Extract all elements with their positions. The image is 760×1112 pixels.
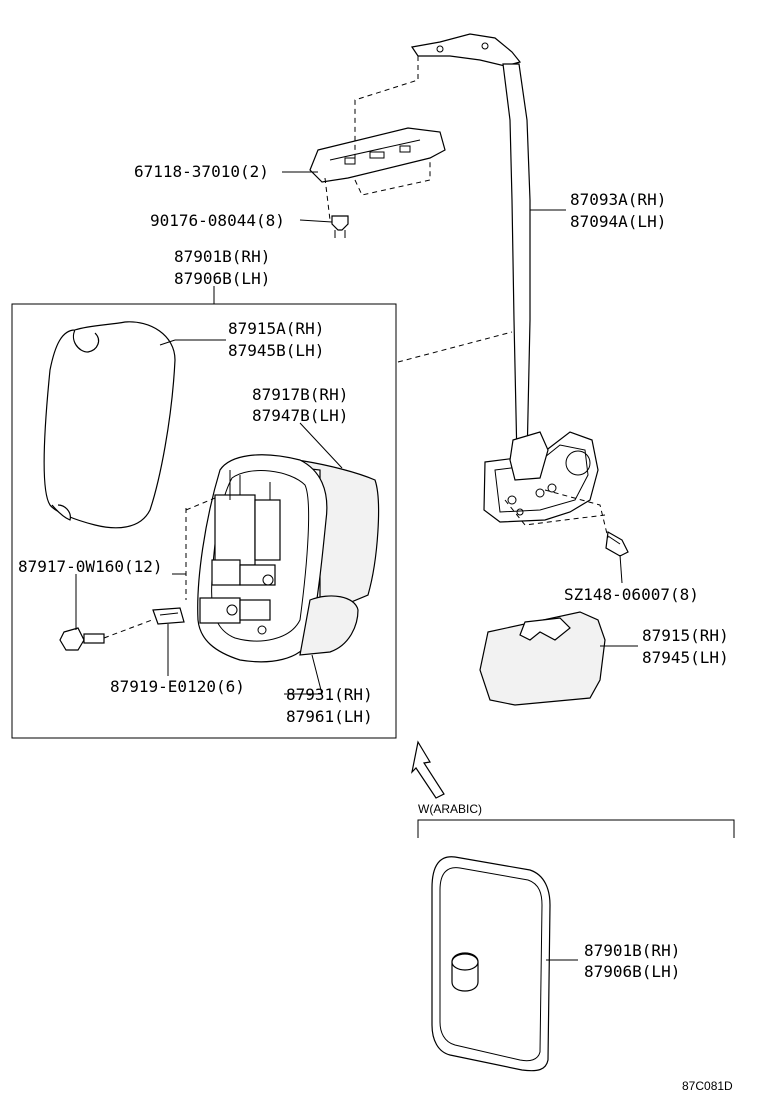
diagram-code: 87C081D <box>682 1079 733 1093</box>
variant-bracket-line <box>417 819 735 838</box>
bolt-part <box>605 531 629 557</box>
label-clip: 90176-08044(8) <box>150 211 285 230</box>
label-body-rh: 87917B(RH) <box>252 385 348 404</box>
label-alt-assy-lh: 87906B(LH) <box>584 962 680 981</box>
label-cover-lh: 87945(LH) <box>642 648 729 667</box>
bracket-part <box>309 127 446 183</box>
screw-part <box>59 627 105 651</box>
clip-part <box>331 215 349 238</box>
label-variant: W(ARABIC) <box>418 802 482 816</box>
label-alt-assy-rh: 87901B(RH) <box>584 941 680 960</box>
label-glass-lh: 87945B(LH) <box>228 341 324 360</box>
label-bolt: SZ148-06007(8) <box>564 585 699 604</box>
label-housing-lh: 87961(LH) <box>286 707 373 726</box>
label-body-lh: 87947B(LH) <box>252 406 348 425</box>
mirror-body-part <box>197 454 380 663</box>
label-bracket: 67118-37010(2) <box>134 162 269 181</box>
assembly-frame <box>11 303 397 739</box>
leader-lines <box>75 171 638 961</box>
mirror-glass-part <box>43 321 176 529</box>
mirror-stay <box>410 33 599 523</box>
alt-mirror-part <box>431 856 551 1072</box>
label-cover-rh: 87915(RH) <box>642 626 729 645</box>
label-glass-rh: 87915A(RH) <box>228 319 324 338</box>
label-stay-rh: 87093A(RH) <box>570 190 666 209</box>
label-nut: 87919-E0120(6) <box>110 677 245 696</box>
label-assy-rh: 87901B(RH) <box>174 247 270 266</box>
nut-part <box>152 607 185 625</box>
rear-cover-part <box>479 611 606 706</box>
label-assy-lh: 87906B(LH) <box>174 269 270 288</box>
label-screw: 87917-0W160(12) <box>18 557 163 576</box>
variant-arrow <box>411 740 445 799</box>
label-stay-lh: 87094A(LH) <box>570 212 666 231</box>
label-housing-rh: 87931(RH) <box>286 685 373 704</box>
